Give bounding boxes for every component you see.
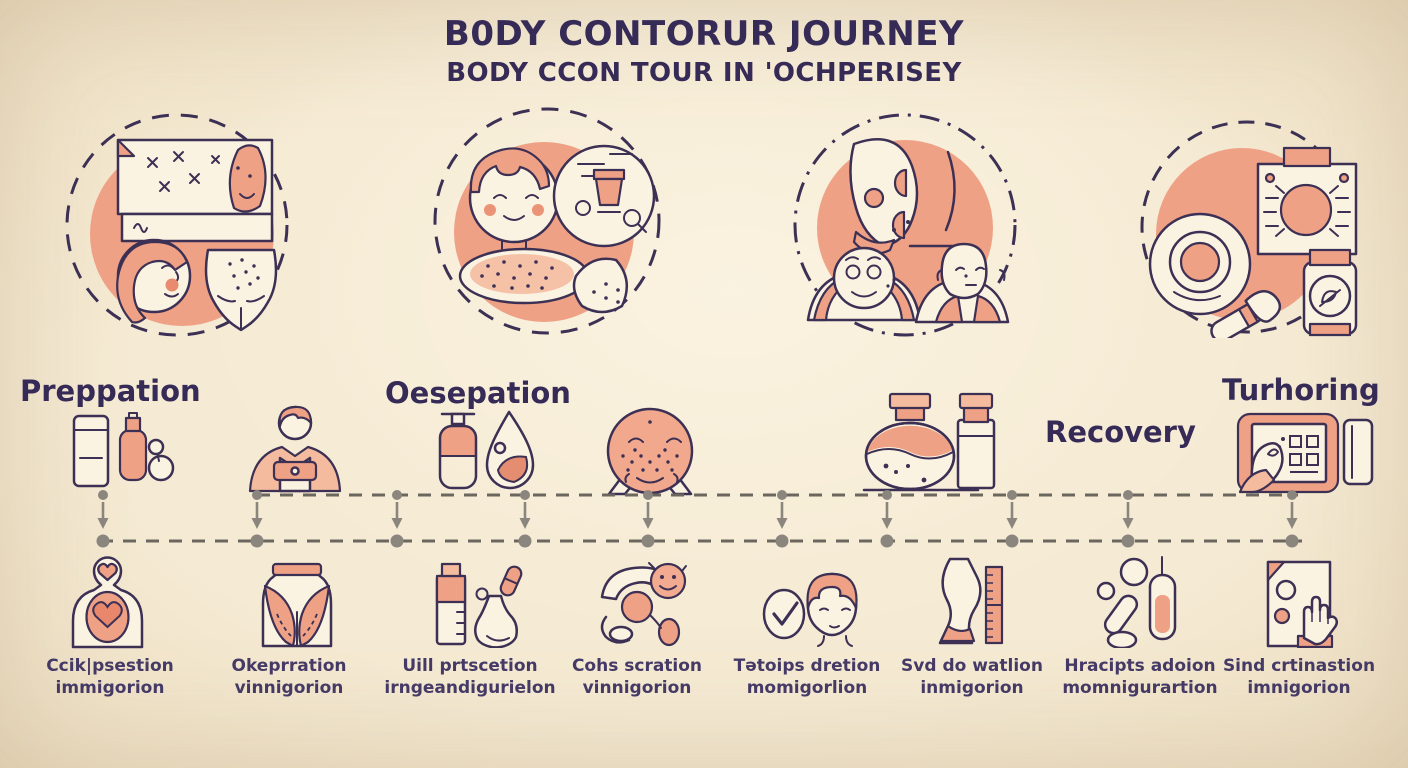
page-subtitle: BODY CCON TOUR IN 'OCHPERISEY <box>446 58 962 88</box>
lotion-jar-icon <box>1302 248 1358 337</box>
step-caption-4: Cohs scration vinnigorion <box>537 655 737 699</box>
phase-label-recovery: Recovery <box>1045 415 1196 449</box>
step-caption-4-line1: Cohs scration <box>571 656 703 676</box>
face-circles-icon <box>600 562 687 647</box>
step-caption-8-line2: imnigorion <box>1247 678 1351 699</box>
body-curve-icon <box>572 257 629 314</box>
step-caption-1: Ccik|psestion immigorion <box>10 655 210 699</box>
timeline <box>96 490 1302 548</box>
smiling-face-icon <box>468 147 560 251</box>
step-caption-2-line2: vinnigorion <box>234 678 344 699</box>
step-caption-8-line1: Sind crtinastion <box>1222 656 1376 676</box>
freckled-face-icon <box>606 407 694 496</box>
step-caption-2-line1: Okeprration <box>231 656 347 676</box>
timeline-markers <box>96 490 1299 548</box>
dropper-vial-icon <box>1096 556 1177 648</box>
chart-paper-icon <box>116 138 274 243</box>
skincare-bottles-icon <box>72 412 175 488</box>
checkmark-face-icon <box>762 572 858 647</box>
assessment-consultation-illustration <box>65 113 289 337</box>
step-caption-6: Svd do watlion inmigorion <box>872 655 1072 699</box>
body-ruler-icon <box>938 557 1004 645</box>
phase-label-preparation: Preppation <box>20 374 201 408</box>
abstract-mask-icon <box>849 138 958 255</box>
brush-icon <box>1210 290 1282 338</box>
tablet-device-icon <box>1236 412 1374 494</box>
body-area-icon <box>204 248 278 332</box>
step-caption-7-line1: Hracipts adoion <box>1064 656 1216 676</box>
medication-flasks-icon <box>862 392 996 492</box>
step-caption-1-line2: immigorion <box>55 678 165 699</box>
document-hand-icon <box>1266 560 1339 648</box>
skin-analysis-illustration <box>433 107 661 335</box>
step-caption-5-line2: momigorlion <box>746 678 868 699</box>
cream-jar-icon <box>1148 212 1252 316</box>
smiling-figure-icon <box>806 246 922 322</box>
serum-drop-icon <box>438 410 535 490</box>
step-caption-6-line2: inmigorion <box>920 678 1024 699</box>
step-caption-7-line2: momnigurartion <box>1062 678 1218 699</box>
step-caption-3: Uill prtscetion irngeandigurielon <box>370 655 570 699</box>
heart-chest-icon <box>71 556 144 649</box>
phase-label-operation: Oesepation <box>385 376 571 410</box>
header: B0DY CONTORUR JOURNEY BODY CCON TOUR IN … <box>0 14 1408 88</box>
page-title: B0DY CONTORUR JOURNEY <box>443 14 965 54</box>
step-caption-4-line2: vinnigorion <box>582 678 692 699</box>
step-caption-1-line1: Ccik|psestion <box>46 656 174 676</box>
analysis-inset-icon <box>552 144 656 248</box>
client-face-icon <box>116 238 192 324</box>
patient-figure-icon <box>248 405 342 493</box>
step-caption-6-line1: Svd do watlion <box>901 656 1043 676</box>
step-caption-5: Tətoips dretion momigorlion <box>707 655 907 699</box>
hips-contour-icon <box>261 562 333 648</box>
vial-flask-pill-icon <box>435 562 523 648</box>
step-caption-3-line2: irngeandigurielon <box>384 678 556 699</box>
device-icon <box>1256 146 1358 256</box>
treatment-areas-illustration <box>793 113 1017 337</box>
aftercare-products-illustration <box>1140 120 1358 338</box>
second-figure-icon <box>914 242 1010 324</box>
step-caption-7: Hracipts adoion momnigurartion <box>1040 655 1240 699</box>
phase-label-touring: Turhoring <box>1222 373 1380 407</box>
step-caption-2: Okeprration vinnigorion <box>189 655 389 699</box>
dotted-chest-icon <box>458 247 590 305</box>
step-caption-8: Sind crtinastion imnigorion <box>1199 655 1399 699</box>
step-caption-5-line1: Tətoips dretion <box>733 656 881 676</box>
step-caption-3-line1: Uill prtscetion <box>402 656 538 676</box>
